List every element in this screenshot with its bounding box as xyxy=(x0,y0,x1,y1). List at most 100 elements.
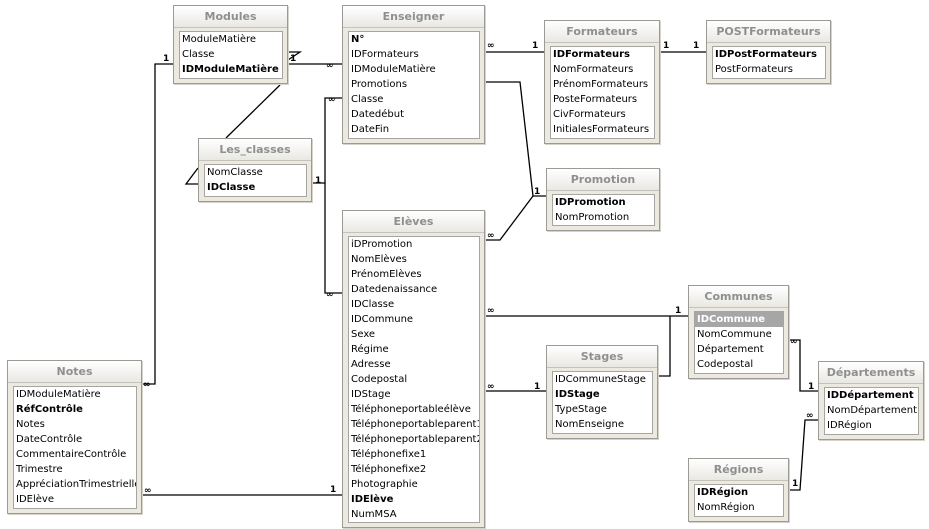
field-row[interactable]: Téléphonefixe1 xyxy=(351,449,427,460)
field-row[interactable]: IDModuleMatière xyxy=(182,64,279,75)
field-row[interactable]: IDStage xyxy=(351,389,391,400)
table-title[interactable]: Départements xyxy=(819,362,923,384)
field-row[interactable]: Codepostal xyxy=(351,374,408,385)
field-row[interactable]: IDFormateurs xyxy=(553,49,630,60)
table-title[interactable]: POSTFormateurs xyxy=(707,21,830,43)
field-row[interactable]: Téléphoneportableélève xyxy=(351,404,471,415)
field-row[interactable]: Adresse xyxy=(351,359,391,370)
table-title[interactable]: Modules xyxy=(174,6,287,28)
table-title[interactable]: Régions xyxy=(689,459,788,481)
cardinality-many-label: ∞ xyxy=(487,382,495,392)
field-row[interactable]: IDCommune xyxy=(695,312,783,327)
field-row[interactable]: IDStage xyxy=(555,389,600,400)
field-row[interactable]: AppréciationTrimestrielle xyxy=(16,479,137,490)
field-row[interactable]: NumMSA xyxy=(351,509,397,520)
table-title[interactable]: Elèves xyxy=(343,211,484,233)
cardinality-many-label: ∞ xyxy=(790,337,798,347)
field-row[interactable]: CivFormateurs xyxy=(553,109,626,120)
field-row[interactable]: IDElève xyxy=(16,494,54,505)
field-row[interactable]: Codepostal xyxy=(697,359,754,370)
cardinality-many-label: ∞ xyxy=(487,41,495,51)
field-row[interactable]: Téléphoneportableparent1 xyxy=(351,419,480,430)
field-row[interactable]: Téléphonefixe2 xyxy=(351,464,427,475)
cardinality-many-label: ∞ xyxy=(487,306,495,316)
field-row[interactable]: IDClasse xyxy=(207,182,256,193)
field-row[interactable]: IDCommuneStage xyxy=(555,374,646,385)
field-row[interactable]: IDPromotion xyxy=(555,197,626,208)
field-row[interactable]: Trimestre xyxy=(16,464,63,475)
field-row[interactable]: IDModuleMatière xyxy=(16,389,101,400)
table-title[interactable]: Stages xyxy=(547,346,657,368)
cardinality-one-label: 1 xyxy=(330,485,336,495)
field-row[interactable]: NomClasse xyxy=(207,167,263,178)
field-row[interactable]: IDElève xyxy=(351,494,394,505)
field-row[interactable]: InitialesFormateurs xyxy=(553,124,650,135)
field-row[interactable]: NomRégion xyxy=(697,502,755,513)
field-row[interactable]: Téléphoneportableparent2 xyxy=(351,434,480,445)
field-row[interactable]: Promotions xyxy=(351,79,408,90)
field-row[interactable]: PrénomElèves xyxy=(351,269,422,280)
relationship-line xyxy=(184,167,199,185)
relationship-line xyxy=(286,51,303,61)
table-title[interactable]: Les_classes xyxy=(199,139,311,161)
field-row[interactable]: IDDépartement xyxy=(827,390,914,401)
field-row[interactable]: NomCommune xyxy=(697,329,772,340)
field-row[interactable]: IDPostFormateurs xyxy=(715,49,817,60)
table-title[interactable]: Notes xyxy=(8,361,141,383)
field-row[interactable]: DateFin xyxy=(351,124,390,135)
field-row[interactable]: TypeStage xyxy=(555,404,607,415)
field-row[interactable]: IDRégion xyxy=(827,420,872,431)
field-row[interactable]: PrénomFormateurs xyxy=(553,79,649,90)
field-row[interactable]: NomDépartement xyxy=(827,405,918,416)
field-row[interactable]: IDRégion xyxy=(697,487,749,498)
table-title[interactable]: Enseigner xyxy=(343,6,484,28)
field-row[interactable]: ModuleMatière xyxy=(182,34,257,45)
field-row[interactable]: NomPromotion xyxy=(555,212,630,223)
field-row[interactable]: DateContrôle xyxy=(16,434,83,445)
field-row[interactable]: IDClasse xyxy=(351,299,395,310)
field-row[interactable]: CommentaireContrôle xyxy=(16,449,127,460)
field-row[interactable]: NomFormateurs xyxy=(553,64,634,75)
field-row[interactable]: PostFormateurs xyxy=(715,64,793,75)
field-row[interactable]: Photographie xyxy=(351,479,418,490)
field-row[interactable]: PosteFormateurs xyxy=(553,94,638,105)
field-row[interactable]: NomEnseigne xyxy=(555,419,624,430)
field-row[interactable]: N° xyxy=(351,34,365,45)
relationship-line xyxy=(225,84,281,139)
field-row[interactable]: Datedenaissance xyxy=(351,284,438,295)
field-row[interactable]: IDCommune xyxy=(351,314,414,325)
field-row[interactable]: Sexe xyxy=(351,329,376,340)
field-row[interactable]: Datedébut xyxy=(351,109,405,120)
field-row[interactable]: iDPromotion xyxy=(351,239,413,250)
field-row[interactable]: Classe xyxy=(182,49,215,60)
field-row[interactable]: Régime xyxy=(351,344,389,355)
field-row[interactable]: Classe xyxy=(351,94,384,105)
field-row[interactable]: IDModuleMatière xyxy=(351,64,436,75)
field-row[interactable]: Notes xyxy=(16,419,45,430)
table-title[interactable]: Promotion xyxy=(547,169,659,191)
field-row[interactable]: Département xyxy=(697,344,764,355)
field-row[interactable]: NomElèves xyxy=(351,254,407,265)
table-title[interactable]: Communes xyxy=(689,286,788,308)
field-row[interactable]: IDFormateurs xyxy=(351,49,419,60)
table-title[interactable]: Formateurs xyxy=(545,21,659,43)
field-row[interactable]: RéfContrôle xyxy=(16,404,83,415)
